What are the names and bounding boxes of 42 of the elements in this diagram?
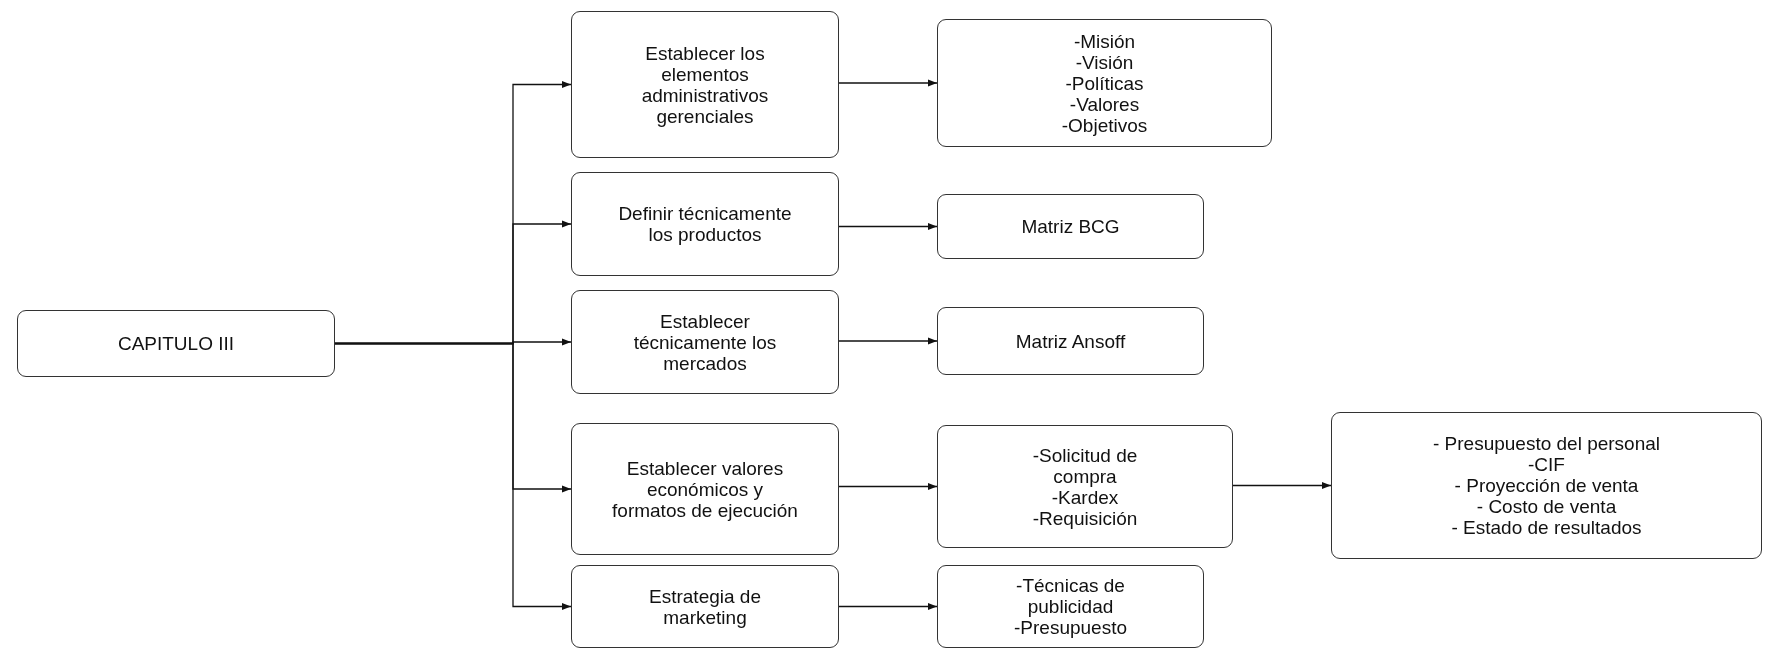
box-text: -Objetivos [1061, 114, 1148, 136]
process-box [937, 565, 1204, 648]
arrow [838, 337, 938, 345]
box-text: CAPITULO III [117, 333, 235, 354]
box-text: Matriz BCG [1021, 216, 1120, 237]
arrow [838, 222, 938, 231]
box-text: -Misión [1073, 30, 1136, 52]
box-text: Matriz Ansoff [1015, 330, 1126, 352]
box-text: - Estado de resultados [1451, 517, 1642, 538]
box-text: - Proyección de venta [1454, 475, 1639, 496]
box-text: -Requisición [1032, 507, 1138, 529]
box-text: Establecer técnicamente los mercados [632, 310, 778, 374]
process-box [571, 423, 839, 555]
box-text: -Kardex [1051, 486, 1119, 508]
arrow [838, 482, 938, 491]
arrow [838, 79, 938, 87]
process-box [571, 565, 839, 648]
arrow [1232, 481, 1332, 490]
process-box [1331, 412, 1762, 559]
box-text: Estrategia de marketing [648, 585, 762, 628]
box-text: -CIF [1528, 454, 1565, 475]
process-box [571, 11, 839, 158]
process-box [937, 19, 1272, 147]
process-box [571, 290, 839, 394]
process-box [17, 310, 335, 377]
arrow [838, 602, 938, 611]
process-box [937, 425, 1233, 548]
box-text: -Presupuesto [1014, 617, 1127, 638]
process-box [937, 194, 1204, 259]
box-text: - Costo de venta [1476, 496, 1617, 517]
box-text: Establecer los elementos administrativos gerenciales [640, 42, 770, 127]
box-text: Definir técnicamente los productos [617, 203, 793, 245]
arrow [334, 342, 572, 611]
box-text: -Visión [1075, 51, 1134, 73]
box-text: Establecer valores económicos y formatos de ejecución [611, 457, 799, 521]
box-text: -Solicitud de compra [1031, 444, 1139, 487]
box-text: -Técnicas de publicidad [1015, 575, 1126, 617]
box-text: -Valores [1069, 93, 1140, 115]
process-box [571, 172, 839, 276]
box-text: -Políticas [1065, 72, 1144, 94]
box-text: - Presupuesto del personal [1432, 433, 1661, 454]
process-box [937, 307, 1204, 375]
